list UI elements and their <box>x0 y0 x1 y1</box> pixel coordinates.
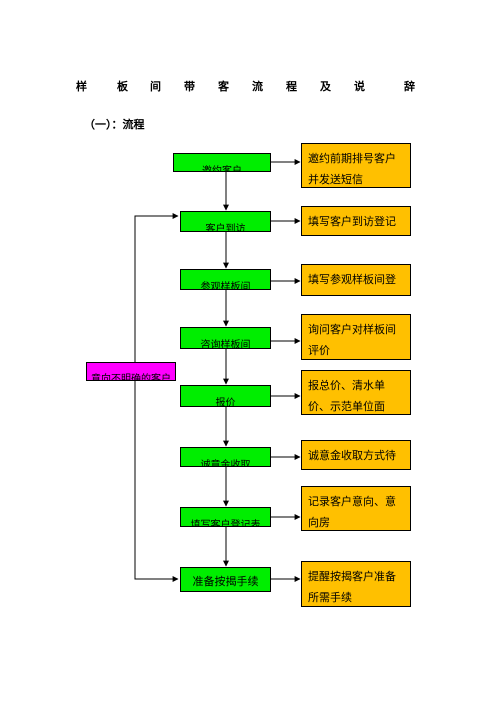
note-box: 邀约前期排号客户并发送短信 <box>301 143 411 188</box>
step-label: 诚意金收取 <box>200 460 251 467</box>
title-char: 及 <box>320 80 331 93</box>
note-box: 询问客户对样板间评价 <box>301 314 411 360</box>
title-char: 板 <box>117 80 128 93</box>
step-label: 客户到访 <box>205 224 246 232</box>
step-label: 填写客户登记表 <box>190 520 261 527</box>
step-box: 咨询样板间 <box>180 327 271 349</box>
step-label: 咨询样板间 <box>200 340 251 349</box>
note-text: 记录客户意向、意向房 <box>308 495 396 529</box>
title-char: 带 <box>184 80 195 93</box>
document-title: 样 板 间 带 客 流 程 及 说 辞 <box>0 78 496 94</box>
step-box: 参观样板间 <box>180 269 271 290</box>
step-box: 邀约客户 <box>173 153 271 172</box>
side-box: 意向不明确的客户 <box>86 362 176 381</box>
step-box: 诚意金收取 <box>180 447 271 467</box>
section-heading: （一）：流程 <box>84 118 145 131</box>
note-box: 记录客户意向、意向房 <box>301 486 411 531</box>
step-box: 客户到访 <box>180 211 271 232</box>
note-text: 诚意金收取方式待 <box>308 449 396 462</box>
note-box: 诚意金收取方式待 <box>301 440 411 470</box>
note-text: 报总价、清水单价、示范单位面积、相关 <box>308 379 385 413</box>
step-box: 填写客户登记表 <box>180 507 271 527</box>
note-box: 填写客户到访登记表 <box>301 206 411 236</box>
title-char: 间 <box>150 80 161 93</box>
title-char: 样 <box>76 80 87 93</box>
side-box-label: 意向不明确的客户 <box>91 374 171 381</box>
note-text: 提醒按揭客户准备所需手续 <box>308 570 396 604</box>
note-text: 填写客户到访登记表 <box>308 215 396 228</box>
note-box: 报总价、清水单价、示范单位面积、相关 <box>301 370 411 415</box>
title-char: 程 <box>286 80 297 93</box>
title-char: 辞 <box>404 80 415 93</box>
title-char: 说 <box>354 80 365 93</box>
note-box: 提醒按揭客户准备所需手续 <box>301 561 411 607</box>
loop-connector <box>134 381 179 582</box>
step-label: 准备按揭手续 <box>192 575 259 588</box>
step-label: 邀约客户 <box>202 166 242 172</box>
step-box: 准备按揭手续 <box>180 567 271 592</box>
step-box: 报价 <box>180 385 271 407</box>
note-text: 邀约前期排号客户并发送短信 <box>308 152 396 186</box>
loop-connector <box>134 213 179 362</box>
note-text: 询问客户对样板间评价 <box>308 323 396 357</box>
step-label: 报价 <box>215 398 236 407</box>
title-char: 流 <box>252 80 263 93</box>
note-text: 填写参观样板间登记 <box>308 273 396 295</box>
title-char: 客 <box>218 80 229 93</box>
step-label: 参观样板间 <box>200 282 251 290</box>
note-box: 填写参观样板间登记 <box>301 264 411 296</box>
